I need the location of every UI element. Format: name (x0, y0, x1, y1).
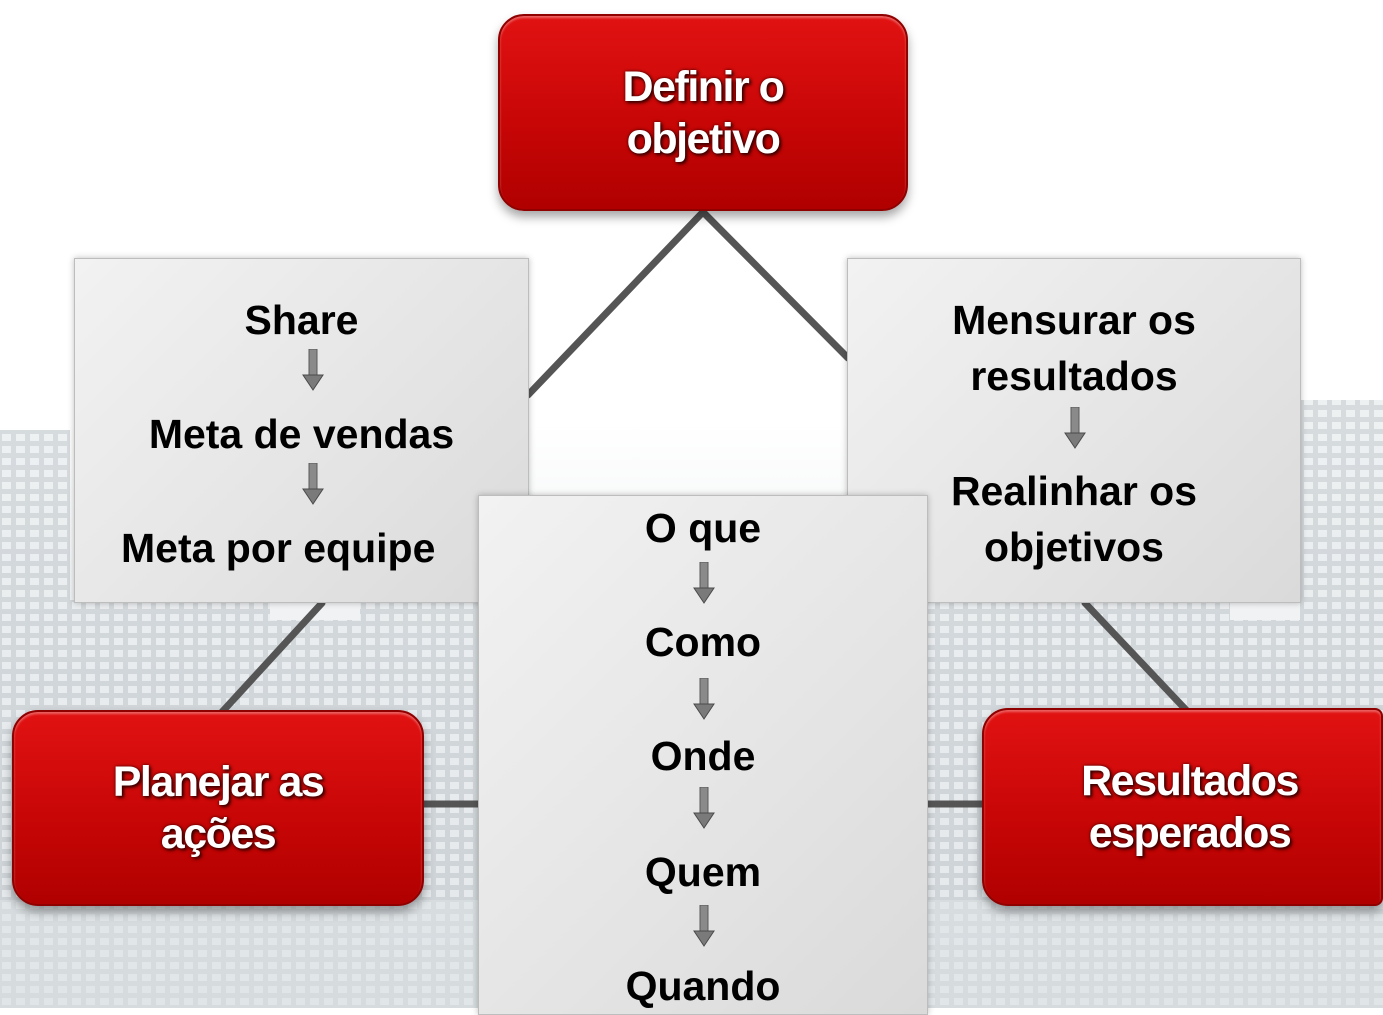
down-arrow-icon (693, 905, 715, 947)
step-realinhar-line2: objetivos (984, 524, 1164, 570)
down-arrow-icon (693, 562, 715, 604)
plan-actions-line2: ações (160, 810, 277, 858)
define-objective-box: Definir o objetivo (498, 14, 908, 211)
expected-results-line2: esperados (1088, 809, 1292, 857)
define-objective-line1: Definir o (622, 62, 785, 111)
expected-results-line1: Resultados (1081, 757, 1299, 805)
step-quem: Quem (644, 849, 762, 895)
down-arrow-icon (302, 349, 324, 391)
expected-results-box: Resultados esperados (982, 708, 1383, 906)
step-share: Share (244, 297, 359, 343)
left-steps-box: Share Meta de vendas Meta por equipe (74, 258, 529, 603)
down-arrow-icon (693, 787, 715, 829)
down-arrow-icon (302, 463, 324, 505)
connector-rightbox-result (1081, 599, 1192, 716)
plan-actions-line1: Planejar as (112, 758, 325, 806)
plan-actions-box: Planejar as ações (12, 710, 424, 906)
step-o-que: O que (644, 505, 762, 551)
step-mensurar-line1: Mensurar os (952, 297, 1196, 343)
step-onde: Onde (650, 733, 756, 779)
step-como: Como (644, 619, 762, 665)
define-objective-line2: objetivo (626, 114, 781, 163)
down-arrow-icon (1064, 407, 1086, 449)
step-meta-equipe: Meta por equipe (121, 525, 436, 571)
step-mensurar-line2: resultados (970, 353, 1178, 399)
connector-leftbox-action (218, 599, 326, 716)
center-steps-box: O que Como Onde Quem Quando (478, 495, 928, 1015)
connector-top-right (699, 208, 852, 362)
connector-top-left (524, 208, 707, 399)
step-quando: Quando (625, 963, 781, 1009)
down-arrow-icon (693, 678, 715, 720)
step-meta-vendas: Meta de vendas (148, 411, 455, 457)
step-realinhar-line1: Realinhar os (950, 468, 1198, 514)
